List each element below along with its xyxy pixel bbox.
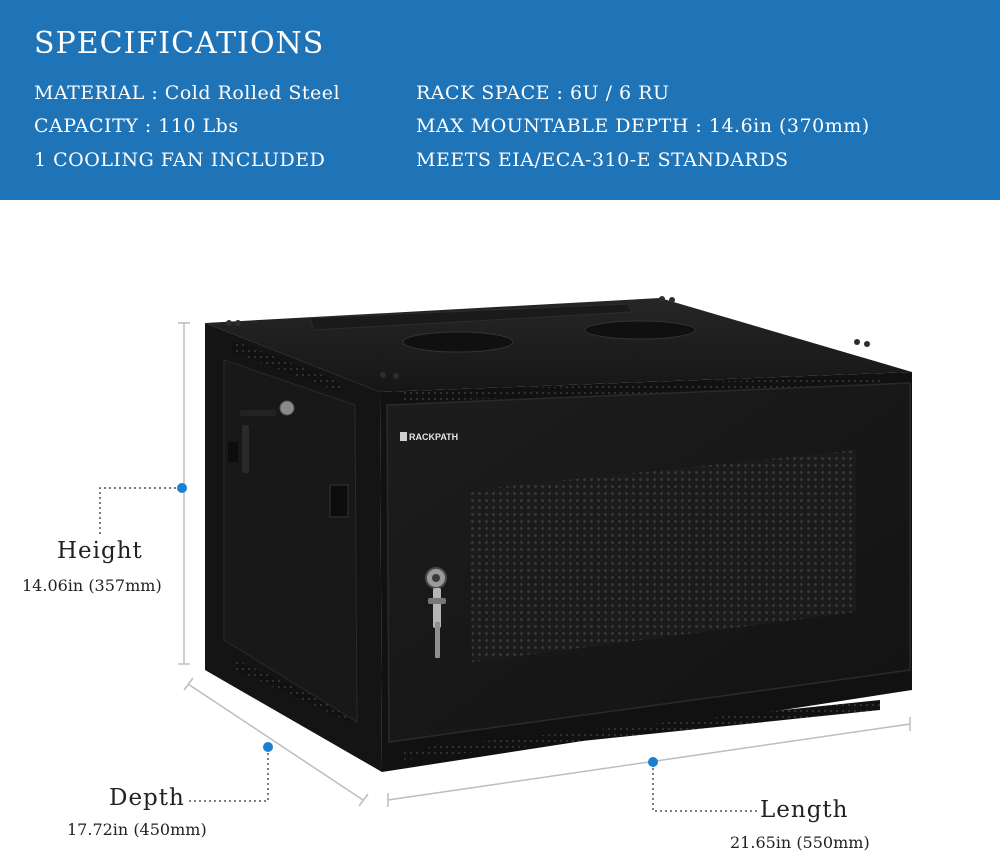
fan-grille-left <box>402 331 514 353</box>
length-label: Length <box>760 797 849 823</box>
spec-cooling-fan: 1 COOLING FAN INCLUDED <box>34 149 326 171</box>
specifications-title: SPECIFICATIONS <box>34 26 325 61</box>
spec-capacity: CAPACITY : 110 Lbs <box>34 115 239 137</box>
brand-logo: RACKPATH <box>409 432 458 442</box>
spec-max-depth: MAX MOUNTABLE DEPTH : 14.6in (370mm) <box>416 115 870 137</box>
length-value: 21.65in (550mm) <box>730 833 870 852</box>
spec-rack-space: RACK SPACE : 6U / 6 RU <box>416 82 670 104</box>
depth-value: 17.72in (450mm) <box>67 820 207 839</box>
height-label: Height <box>57 538 143 564</box>
height-value: 14.06in (357mm) <box>22 576 162 595</box>
perforated-door-panel <box>470 450 856 662</box>
height-marker-dot <box>177 483 187 493</box>
side-lock-icon <box>279 400 295 416</box>
depth-marker-dot <box>263 742 273 752</box>
specifications-banner: SPECIFICATIONS MATERIAL : Cold Rolled St… <box>0 0 1000 200</box>
depth-dimension-line <box>187 683 364 801</box>
fan-grille-right <box>584 320 696 340</box>
depth-label: Depth <box>109 785 185 811</box>
spec-standards: MEETS EIA/ECA-310-E STANDARDS <box>416 149 789 171</box>
length-marker-dot <box>648 757 658 767</box>
spec-material: MATERIAL : Cold Rolled Steel <box>34 82 341 104</box>
